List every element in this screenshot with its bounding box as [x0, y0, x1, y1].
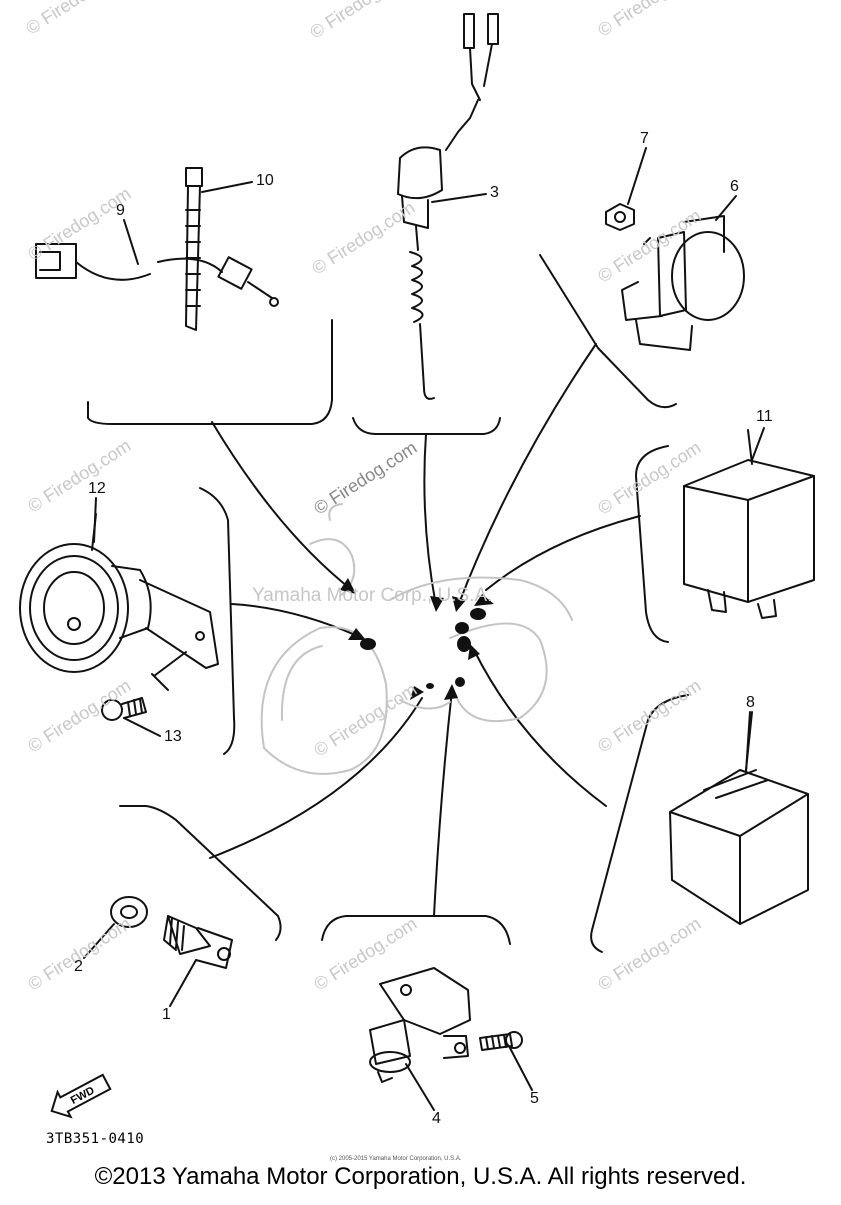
flasher-relay-part — [670, 712, 808, 924]
callout-leader-13 — [124, 718, 160, 736]
relay-box-part — [684, 430, 814, 618]
callout-1: 1 — [162, 1006, 171, 1023]
callout-leader-6 — [716, 196, 736, 220]
switch-bolt-part — [480, 1032, 522, 1050]
callout-leader-1 — [170, 960, 196, 1006]
callout-leader-12 — [94, 498, 96, 542]
leader-line-center — [424, 434, 436, 606]
callout-leader-8 — [746, 712, 752, 770]
leader-line-upper-left — [212, 422, 352, 590]
callout-13: 13 — [164, 728, 182, 745]
horn-bolt-part — [102, 652, 186, 720]
tiny-copyright: (c) 2005-2015 Yamaha Motor Corporation, … — [330, 1156, 462, 1162]
leader-line-bottom — [434, 690, 452, 916]
bracket-right-bottom — [591, 695, 688, 952]
solenoid-part — [622, 216, 744, 350]
diagram-reference-code: 3TB351-0410 — [46, 1131, 145, 1147]
bracket-top-left — [88, 320, 332, 424]
washer-part — [111, 897, 147, 927]
horn-part — [20, 514, 218, 672]
motorcycle-outline — [262, 504, 572, 774]
callout-leader-10 — [202, 182, 252, 192]
callout-7: 7 — [640, 130, 649, 147]
leader-line-left — [232, 604, 362, 638]
callout-11: 11 — [756, 408, 773, 425]
sidestand-switch-part — [370, 968, 470, 1082]
callout-10: 10 — [256, 172, 274, 189]
callout-4: 4 — [432, 1110, 441, 1127]
forward-direction-arrow: FWD — [45, 1070, 113, 1124]
callout-leader-7 — [628, 148, 646, 204]
callout-5: 5 — [530, 1090, 539, 1107]
bracket-top-right — [540, 255, 676, 407]
bracket-bottom-left — [120, 806, 281, 940]
copyright-notice: ©2013 Yamaha Motor Corporation, U.S.A. A… — [94, 1163, 747, 1190]
arrow-heads — [340, 578, 494, 700]
bracket-right-top — [636, 446, 668, 642]
callout-2: 2 — [74, 958, 83, 975]
leader-line-lower-right — [474, 650, 606, 806]
neutral-switch-part — [36, 244, 278, 306]
callout-leader-4 — [406, 1064, 434, 1110]
callout-6: 6 — [730, 178, 739, 195]
callout-leader-3 — [432, 194, 486, 202]
callout-8: 8 — [746, 694, 755, 711]
callout-leader-2 — [84, 924, 114, 958]
nut-part — [606, 204, 634, 230]
callout-leader-11 — [752, 428, 764, 460]
leader-line-upper-right — [458, 344, 596, 606]
bracket-top-center — [353, 418, 500, 434]
callout-12: 12 — [88, 480, 106, 497]
center-watermark: Yamaha Motor Corp., U.S.A. — [252, 585, 493, 606]
cable-tie-part — [186, 168, 202, 330]
callout-9: 9 — [116, 202, 125, 219]
callout-3: 3 — [490, 184, 499, 201]
mounting-points — [360, 608, 486, 689]
callout-leader-9 — [124, 220, 138, 264]
bracket-bottom-center — [322, 916, 510, 944]
oil-switch-part — [164, 916, 232, 968]
bracket-left — [200, 488, 234, 754]
stop-switch-part — [398, 14, 498, 399]
callout-leader-5 — [510, 1048, 532, 1090]
leader-line-lower-left — [210, 698, 422, 858]
